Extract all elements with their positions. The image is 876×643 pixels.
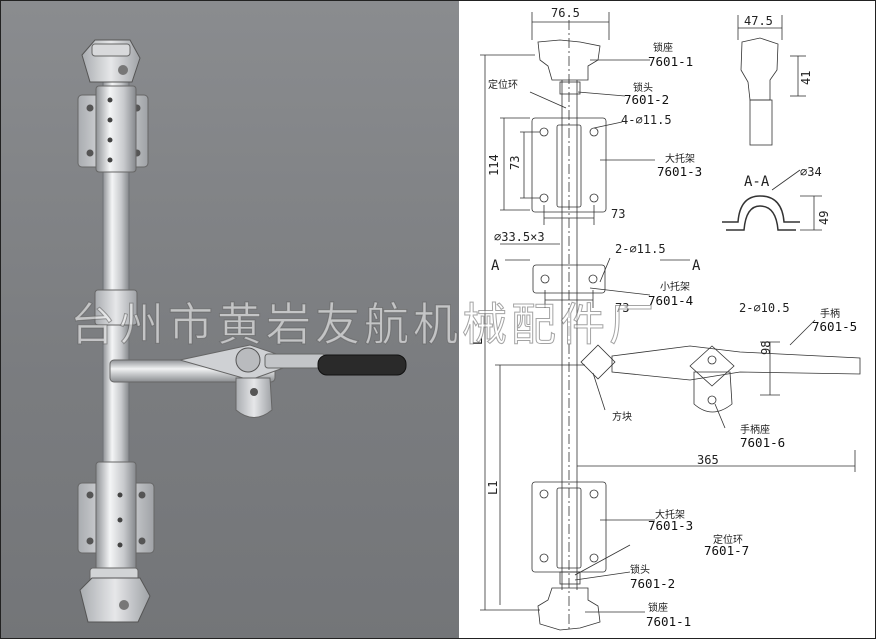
drawing-section-aa <box>722 169 822 231</box>
top-bracket <box>77 85 149 173</box>
dim-side-height-text: 41 <box>799 71 813 85</box>
handle-assembly <box>109 344 407 418</box>
dim-handle-length-text: 365 <box>697 453 719 467</box>
part-9-name: 大托架 <box>655 508 685 521</box>
dim-small-spacing-text: 73 <box>615 301 629 315</box>
technical-drawing: 76.5 47.5 41 114 73 73 4-∅11.5 ∅34 49 ∅3… <box>459 0 876 639</box>
dim-handle-holes-text: 2-∅10.5 <box>739 301 790 315</box>
dim-big-holes-text: 4-∅11.5 <box>621 113 672 127</box>
part-8-code: 7601-6 <box>740 435 785 450</box>
dim-handle-height-text: 98 <box>759 341 773 355</box>
drawing-canvas: 76.5 47.5 41 114 73 73 4-∅11.5 ∅34 49 ∅3… <box>471 6 861 631</box>
dim-tube-text: ∅33.5×3 <box>494 230 545 244</box>
dim-length-total-text: L <box>471 338 485 345</box>
part-3-code: 7601-2 <box>624 92 669 107</box>
small-bracket <box>94 289 138 326</box>
drawing-top-ring <box>559 81 581 95</box>
dim-section-height-text: 49 <box>817 211 831 225</box>
dim-top-width <box>531 12 610 40</box>
drawing-big-bracket-bottom <box>531 481 607 585</box>
part-12-name: 锁座 <box>648 601 668 614</box>
part-1-code: 7601-1 <box>648 54 693 69</box>
part-8-name: 手柄座 <box>740 423 770 436</box>
part-6-code: 7601-5 <box>812 319 857 334</box>
drawing-handle <box>577 319 861 472</box>
part-2-name: 定位环 <box>488 78 518 91</box>
dim-hole-spacing-v-text: 73 <box>508 156 522 170</box>
part-6-name: 手柄 <box>820 307 840 320</box>
part-11-name: 锁头 <box>630 563 650 576</box>
part-1-name: 锁座 <box>653 41 673 54</box>
part-12-code: 7601-1 <box>646 614 691 629</box>
part-11-code: 7601-2 <box>630 576 675 591</box>
dim-section-dia-text: ∅34 <box>800 165 822 179</box>
dim-bracket-height-text: 114 <box>487 154 501 176</box>
dim-lengths <box>480 54 585 611</box>
drawing-big-bracket-top <box>500 117 607 225</box>
drawing-bottom-lock-seat <box>537 587 601 631</box>
dim-hole-spacing-h-text: 73 <box>611 207 625 221</box>
dim-length-part-text: L1 <box>486 481 500 495</box>
dim-small-holes-text: 2-∅11.5 <box>615 242 666 256</box>
dim-top-width-text: 76.5 <box>551 6 580 20</box>
section-mark-right: A <box>692 258 701 274</box>
drawing-small-bracket <box>532 264 606 308</box>
bottom-bracket <box>77 461 155 571</box>
part-4-name: 大托架 <box>665 152 695 165</box>
part-9-code: 7601-3 <box>648 518 693 533</box>
drawing-side-view <box>737 15 806 146</box>
drawing-top-lock-seat <box>537 39 601 81</box>
bottom-lock-seat <box>79 567 151 623</box>
photo-illustration <box>77 39 407 623</box>
part-7-name: 方块 <box>612 410 632 423</box>
dim-side-width-text: 47.5 <box>744 14 773 28</box>
leader-lines <box>529 59 655 613</box>
section-mark-left: A <box>491 258 500 274</box>
part-5-name: 小托架 <box>660 280 690 293</box>
part-3-name: 锁头 <box>633 81 653 94</box>
part-10-code: 7601-7 <box>704 543 749 558</box>
section-title: A-A <box>744 174 770 190</box>
part-4-code: 7601-3 <box>657 164 702 179</box>
part-10-name: 定位环 <box>713 533 743 546</box>
part-5-code: 7601-4 <box>648 293 693 308</box>
product-photo <box>0 0 459 639</box>
top-lock-seat <box>81 39 141 83</box>
handle-grip <box>317 354 407 376</box>
